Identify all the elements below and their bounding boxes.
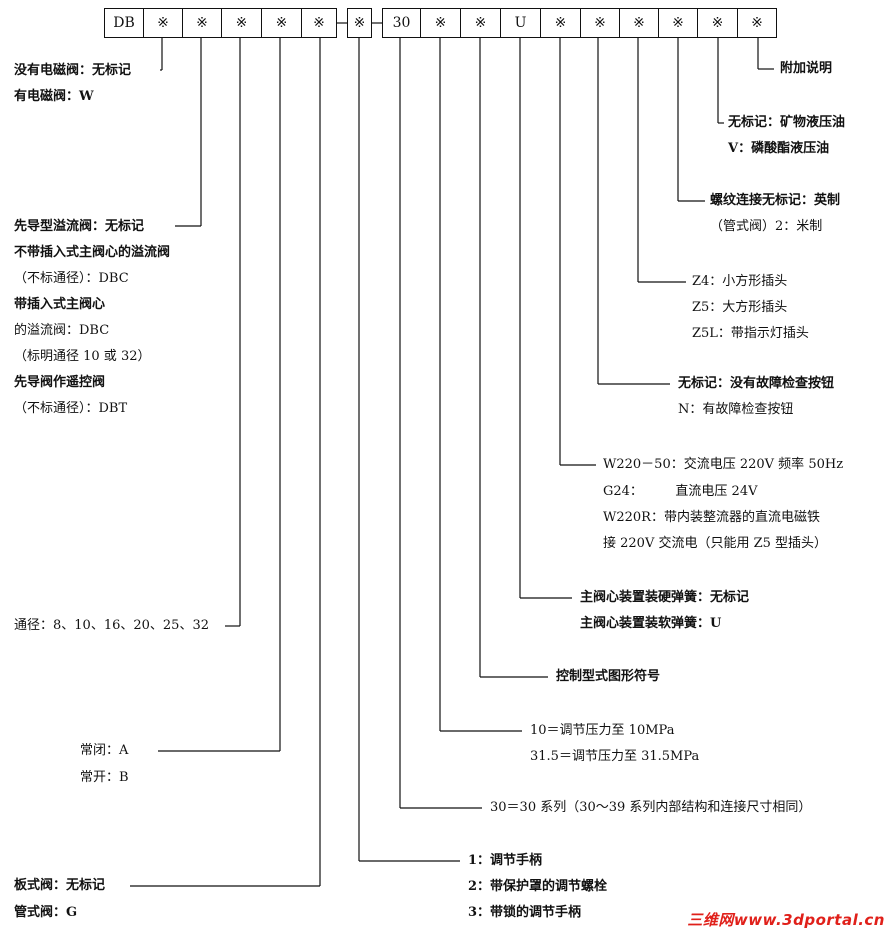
code-cell-pilot: ※ — [182, 8, 221, 38]
code-cell-symbol: ※ — [460, 8, 500, 38]
label-pilot-7: （不标通径）：DBT — [14, 401, 128, 416]
label-voltage-2: W220R：带内装整流器的直流电磁铁 — [603, 510, 820, 525]
label-plug-z5l: Z5L：带指示灯插头 — [692, 326, 809, 341]
label-pilot-3: 带插入式主阀心 — [14, 297, 106, 312]
label-fault-none: 无标记：没有故障检查按钮 — [678, 376, 835, 391]
label-pipe-valve: 管式阀：G — [14, 905, 78, 920]
label-pilot-6: 先导阀作遥控阀 — [14, 375, 106, 390]
label-thread-imperial: 螺纹连接无标记：英制 — [710, 193, 841, 208]
code-cell-fluid: ※ — [697, 8, 737, 38]
label-solenoid-none: 没有电磁阀：无标记 — [14, 63, 132, 78]
label-adjust-2: 2：带保护罩的调节螺栓 — [468, 879, 608, 894]
label-spring-hard: 主阀心装置装硬弹簧：无标记 — [580, 590, 750, 605]
label-normally-closed: 常闭：A — [80, 743, 129, 758]
code-cell-adjust: ※ — [347, 8, 372, 38]
label-pilot-4: 的溢流阀：DBC — [14, 323, 110, 338]
label-plug-z4: Z4：小方形插头 — [692, 274, 788, 289]
code-cell-thread: ※ — [658, 8, 697, 38]
label-pressure-31-5: 31.5＝调节压力至 31.5MPa — [530, 749, 700, 764]
label-symbol: 控制型式图形符号 — [556, 669, 661, 684]
label-diameter: 通径：8、10、16、20、25、32 — [14, 618, 209, 633]
code-cell-mounting: ※ — [301, 8, 337, 38]
label-thread-metric: （管式阀）2：米制 — [710, 219, 823, 234]
code-cell-series: 30 — [382, 8, 420, 38]
label-fluid-mineral: 无标记：矿物液压油 — [728, 115, 846, 130]
watermark: 三维网www.3dportal.cn — [687, 911, 885, 929]
label-voltage-0: W220－50：交流电压 220V 频率 50Hz — [603, 457, 844, 472]
code-cell-plug: ※ — [619, 8, 658, 38]
label-voltage-1: G24： 直流电压 24V — [603, 484, 758, 499]
label-pressure-10: 10＝调节压力至 10MPa — [530, 723, 675, 738]
code-cell-pressure: ※ — [420, 8, 460, 38]
code-cell-diameter: ※ — [221, 8, 261, 38]
label-pilot-5: （标明通径 10 或 32） — [14, 349, 151, 364]
label-fluid-phosphate: V：磷酸酯液压油 — [728, 141, 830, 156]
code-cell-state: ※ — [261, 8, 301, 38]
label-spring-soft: 主阀心装置装软弹簧：U — [580, 616, 722, 631]
code-cell-spring: U — [500, 8, 540, 38]
label-series: 30＝30 系列（30～39 系列内部结构和连接尺寸相同） — [490, 800, 812, 815]
label-adjust-1: 1：调节手柄 — [468, 853, 543, 868]
code-cell-extra: ※ — [737, 8, 777, 38]
label-fault-n: N：有故障检查按钮 — [678, 402, 794, 417]
label-adjust-3: 3：带锁的调节手柄 — [468, 905, 582, 920]
code-cell-prefix: DB — [104, 8, 143, 38]
label-pilot-0: 先导型溢流阀：无标记 — [14, 219, 145, 234]
label-plate-valve: 板式阀：无标记 — [14, 878, 106, 893]
code-cell-solenoid: ※ — [143, 8, 182, 38]
label-extra: 附加说明 — [780, 61, 833, 76]
label-solenoid-w: 有电磁阀：W — [14, 89, 94, 104]
label-normally-open: 常开：B — [80, 770, 129, 785]
code-cell-fault: ※ — [580, 8, 619, 38]
label-pilot-2: （不标通径）：DBC — [14, 271, 129, 286]
code-cell-voltage: ※ — [540, 8, 580, 38]
label-voltage-3: 接 220V 交流电（只能用 Z5 型插头） — [603, 536, 828, 551]
label-plug-z5: Z5：大方形插头 — [692, 300, 788, 315]
label-pilot-1: 不带插入式主阀心的溢流阀 — [14, 245, 171, 260]
